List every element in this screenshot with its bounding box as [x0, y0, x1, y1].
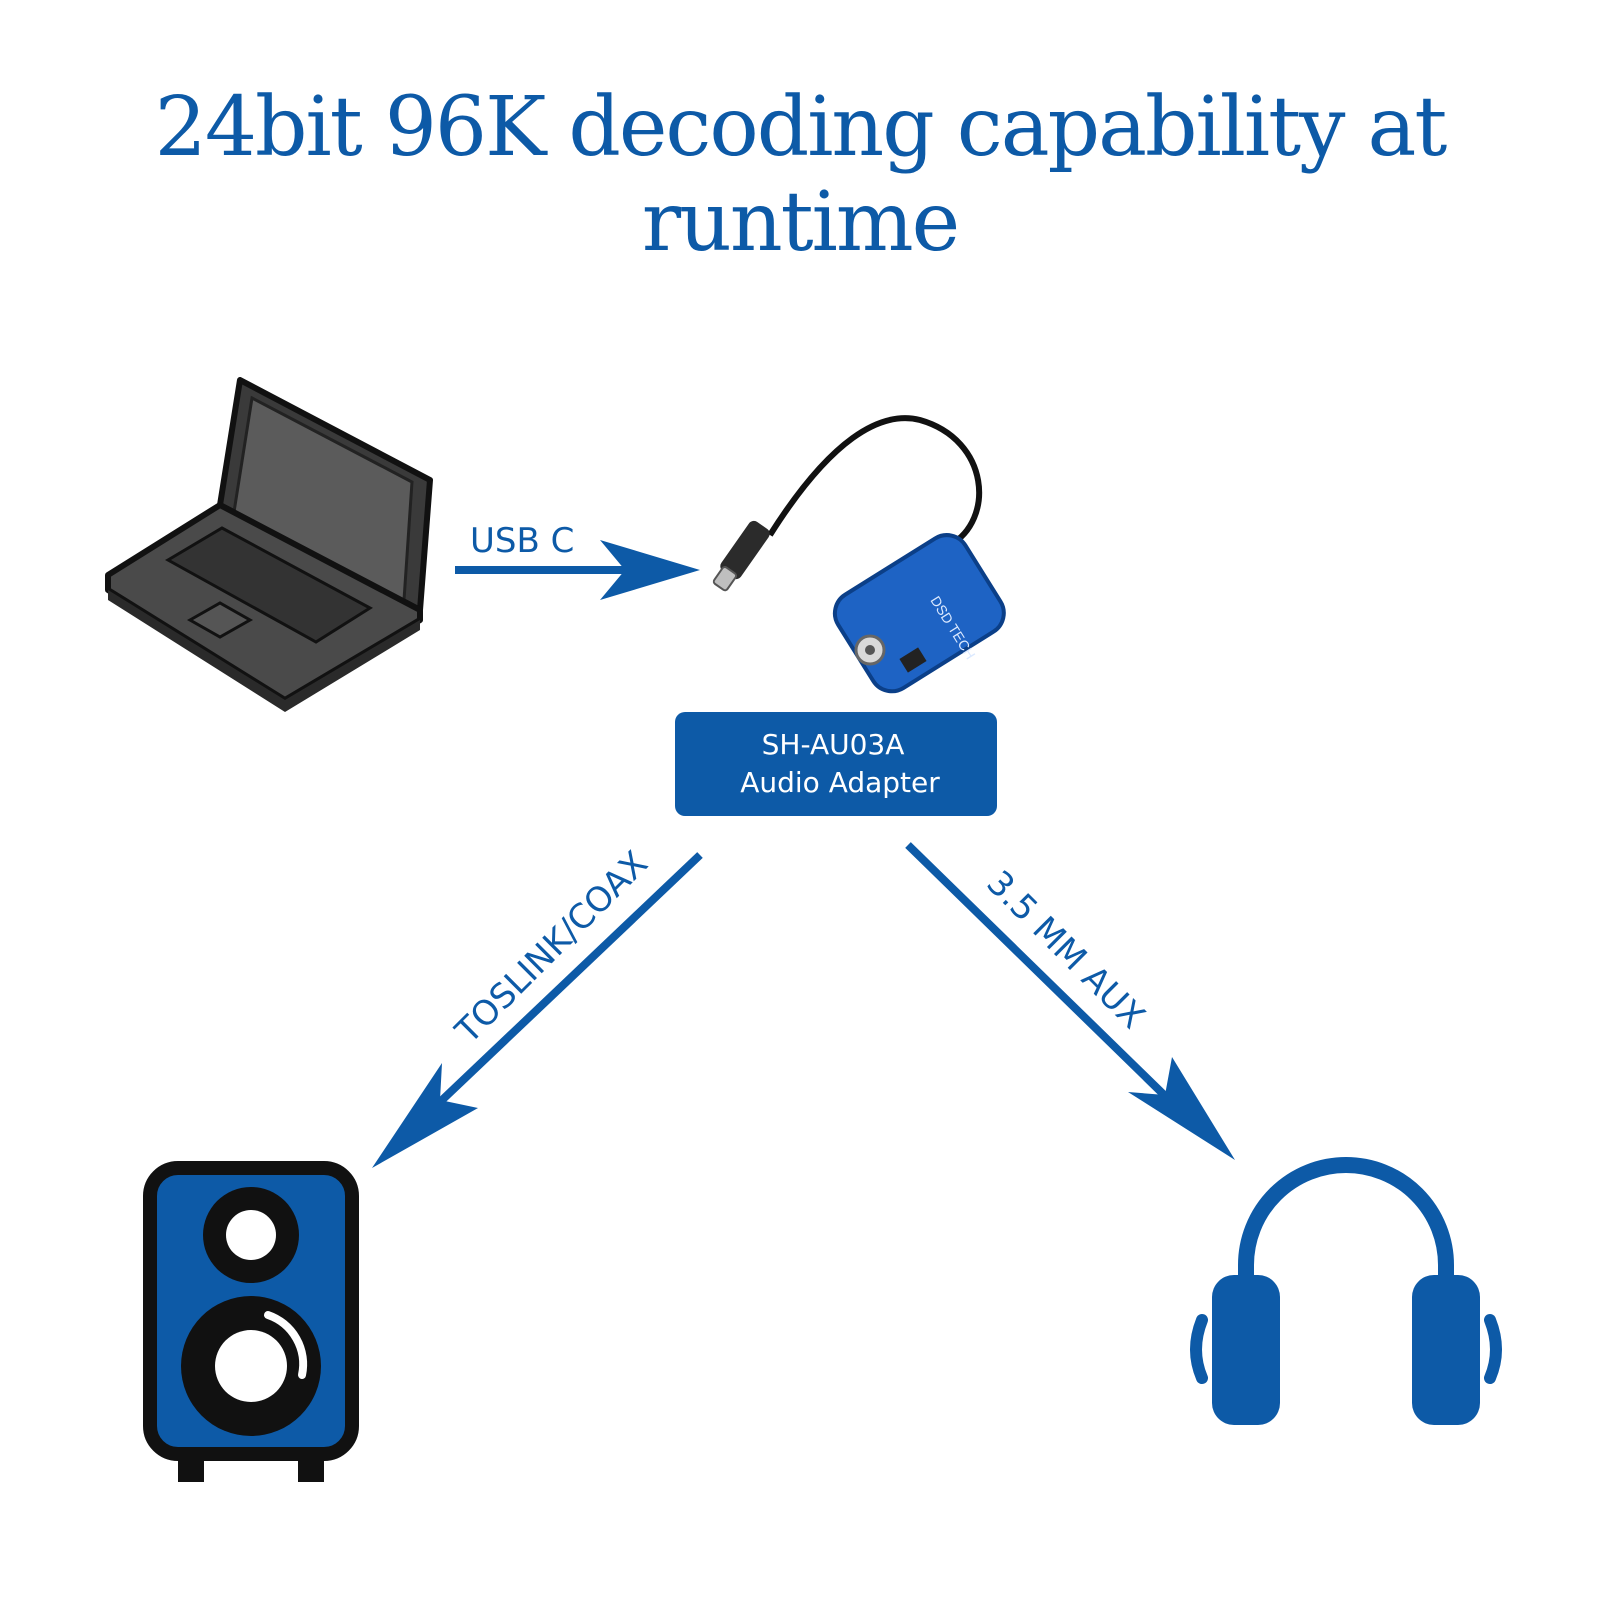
aux-label: 3.5 MM AUX — [979, 863, 1153, 1037]
usb-c-label: USB C — [470, 521, 574, 561]
laptop-icon — [105, 377, 433, 712]
aux-arrow: 3.5 MM AUX — [905, 842, 1235, 1160]
usb-c-arrow: USB C — [455, 521, 700, 600]
adapter-model: SH-AU03A — [762, 728, 905, 761]
adapter-label-box: SH-AU03A Audio Adapter — [675, 712, 997, 816]
page-title: 24bit 96K decoding capability at runtime — [154, 80, 1448, 270]
speaker-icon — [143, 1161, 359, 1482]
usb-c-adapter-icon: DSD TECH — [712, 415, 1006, 694]
toslink-arrow: TOSLINK/COAX — [372, 844, 703, 1168]
headphones-icon — [1190, 1157, 1502, 1425]
adapter-name: Audio Adapter — [740, 766, 940, 799]
toslink-label: TOSLINK/COAX — [447, 844, 655, 1052]
